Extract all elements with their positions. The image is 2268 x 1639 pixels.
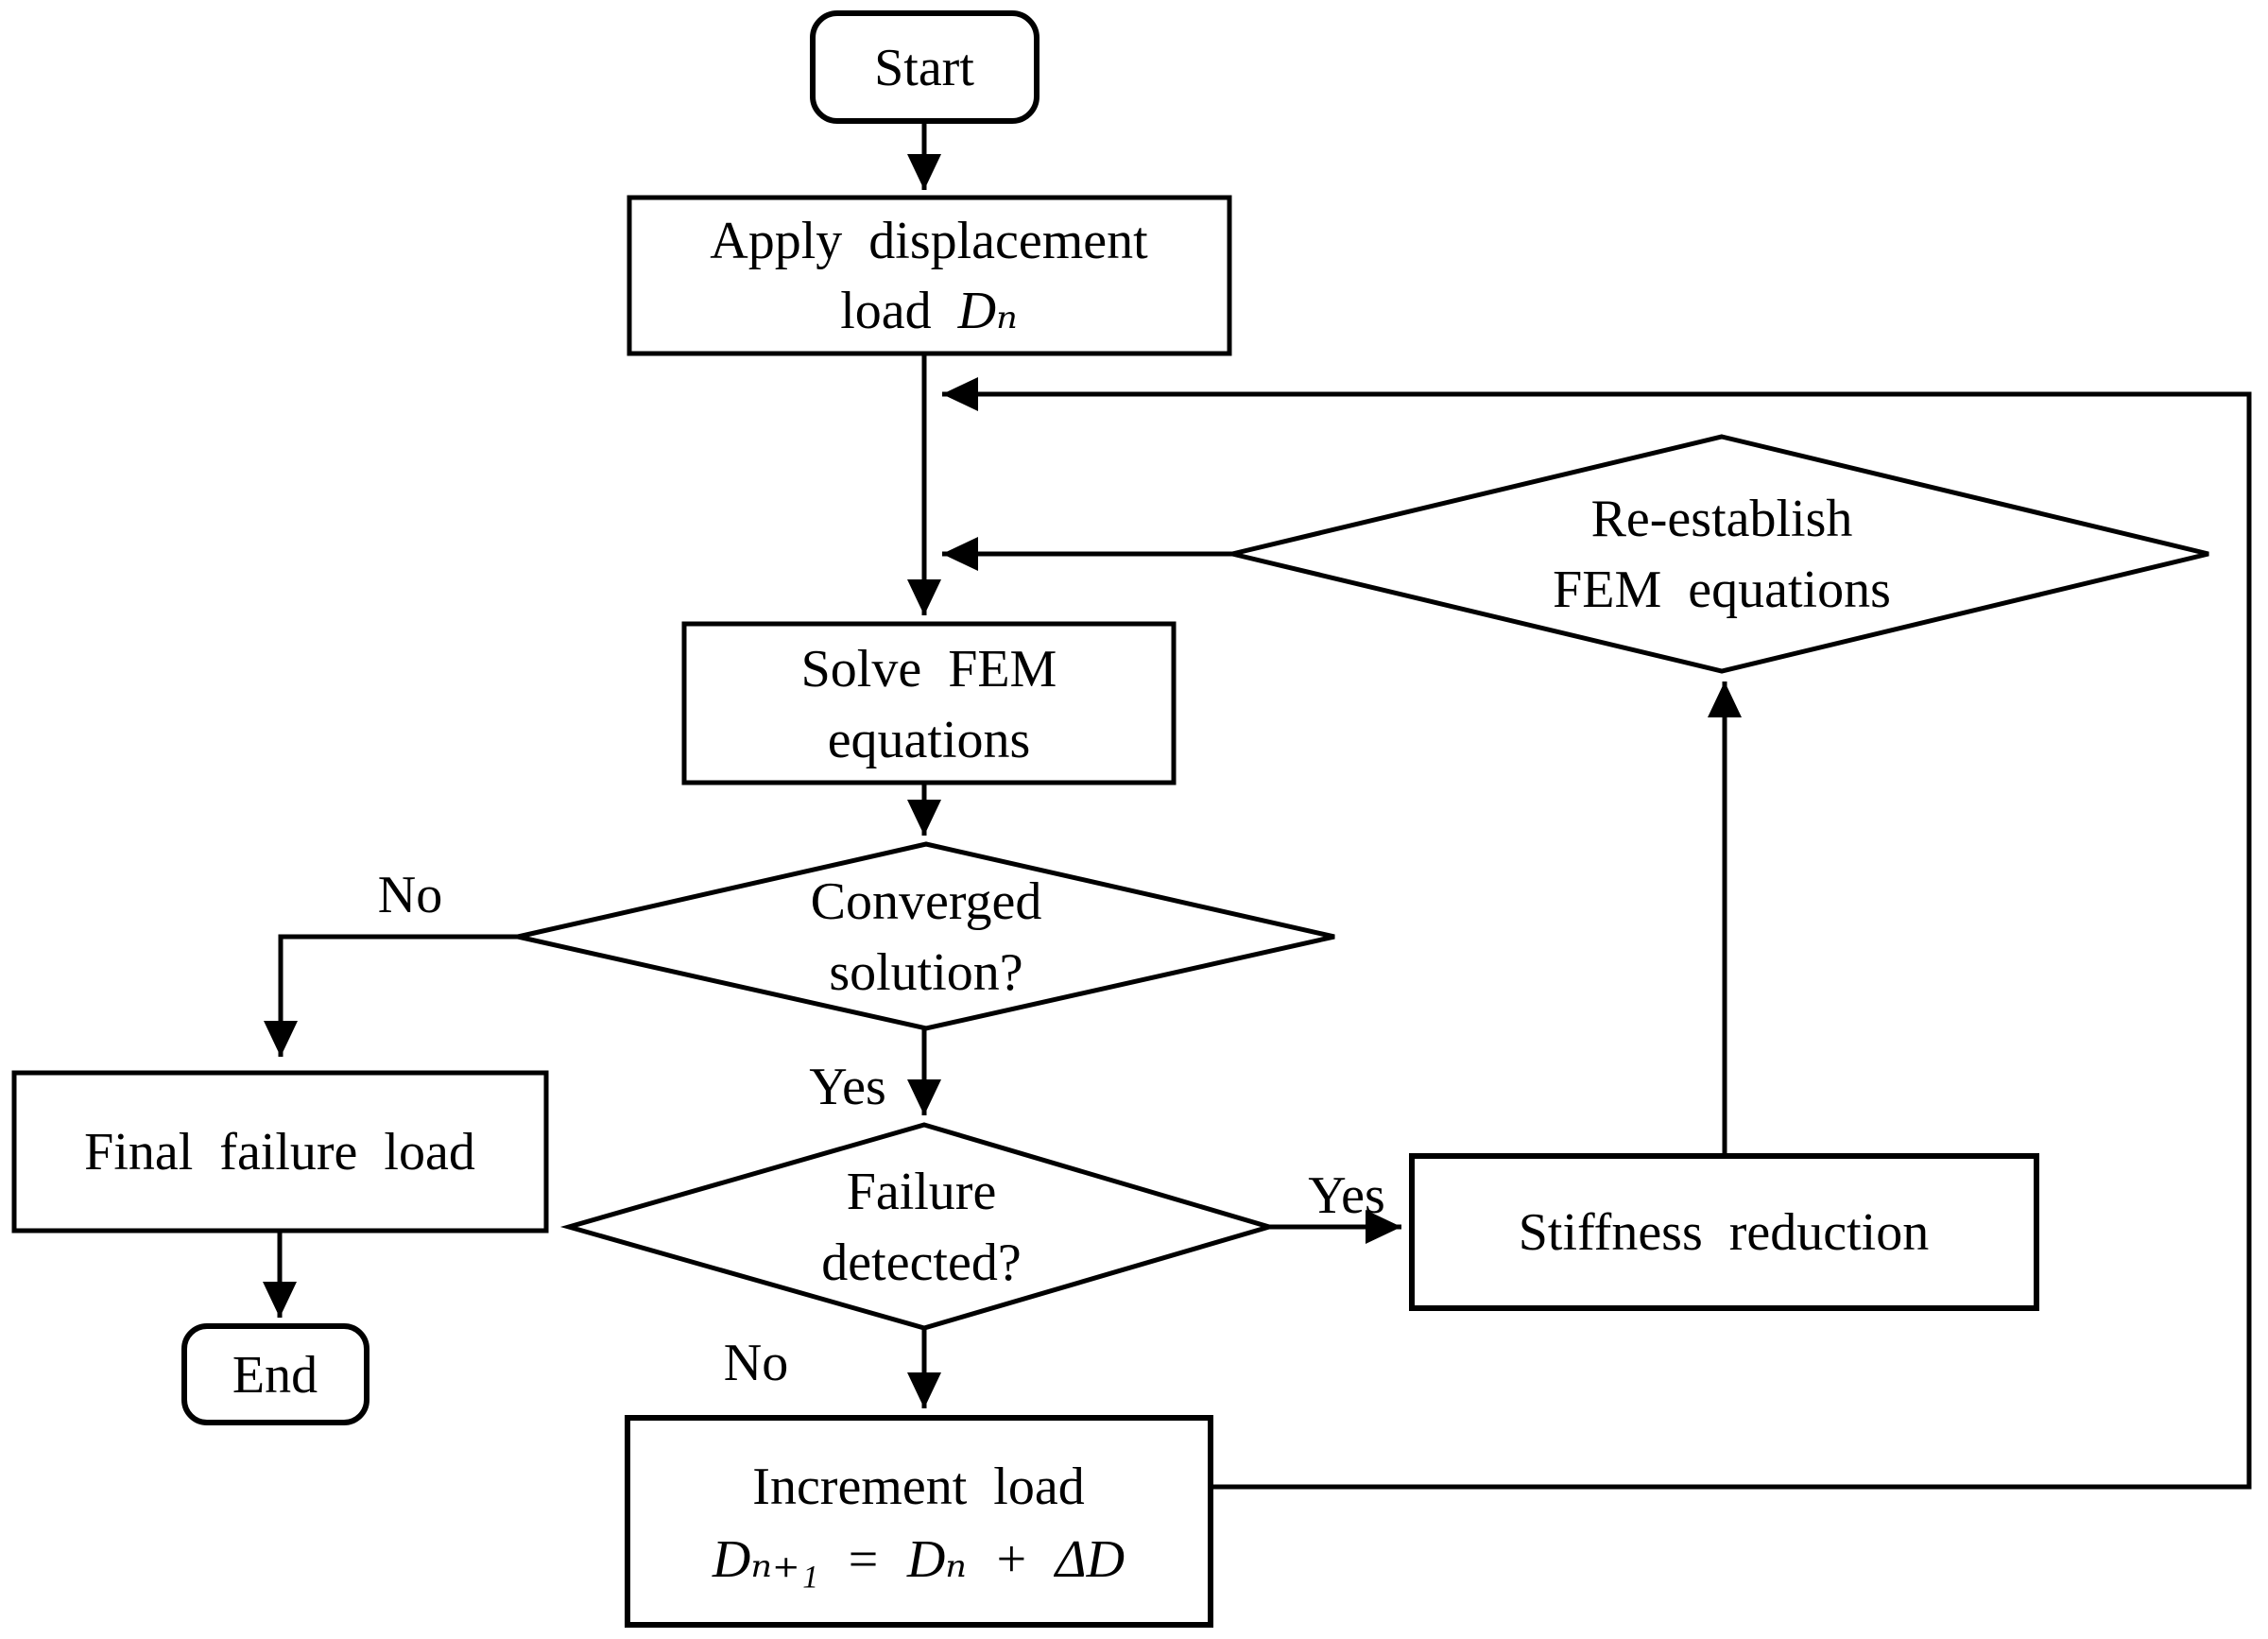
converged-node-line2: solution? — [829, 943, 1022, 1002]
converged-node-line1: Converged — [811, 872, 1042, 931]
end-node-shape — [181, 1323, 369, 1425]
increment-node-line2: Dₙ₊₁ = Dₙ + ΔD — [712, 1530, 1125, 1589]
apply-line2-word: load — [840, 282, 957, 340]
reestablish-node-line1: Re-establish — [1591, 490, 1853, 548]
start-node-label: Start — [874, 39, 974, 97]
failure-node-shape — [559, 1122, 1278, 1331]
failure-node-line2: detected? — [821, 1234, 1021, 1292]
apply-node-line2: load Dₙ — [840, 282, 1018, 340]
stiffness-node-label: Stiffness reduction — [1519, 1203, 1929, 1262]
reestablish-node-line2: FEM equations — [1553, 561, 1891, 619]
start-node-shape — [810, 10, 1040, 124]
converged-node-shape — [517, 841, 1335, 1031]
failure-yes-label: Yes — [1308, 1166, 1384, 1225]
reestablish-node-shape — [1231, 434, 2209, 674]
end-node-label: End — [232, 1346, 318, 1405]
converged-yes-label: Yes — [809, 1058, 885, 1116]
solve-node-line1: Solve FEM — [801, 640, 1057, 699]
apply-node-shape — [627, 195, 1232, 356]
failure-node-line1: Failure — [847, 1163, 997, 1221]
edge-converged-no-branch — [264, 934, 518, 1057]
final-node-label: Final failure load — [84, 1123, 475, 1182]
increment-node-shape — [625, 1415, 1213, 1628]
solve-node-line2: equations — [828, 711, 1031, 769]
increment-node-line1: Increment load — [752, 1458, 1084, 1516]
stiffness-node-shape — [1409, 1153, 2039, 1311]
apply-node-line1: Apply displacement — [710, 212, 1148, 270]
solve-node-shape — [681, 621, 1177, 785]
edge-loop-increment-to-mainline — [942, 377, 2252, 1490]
failure-no-label: No — [724, 1334, 788, 1392]
converged-no-label: No — [378, 866, 442, 924]
apply-line2-math: Dₙ — [957, 282, 1018, 340]
final-node-shape — [11, 1070, 549, 1234]
